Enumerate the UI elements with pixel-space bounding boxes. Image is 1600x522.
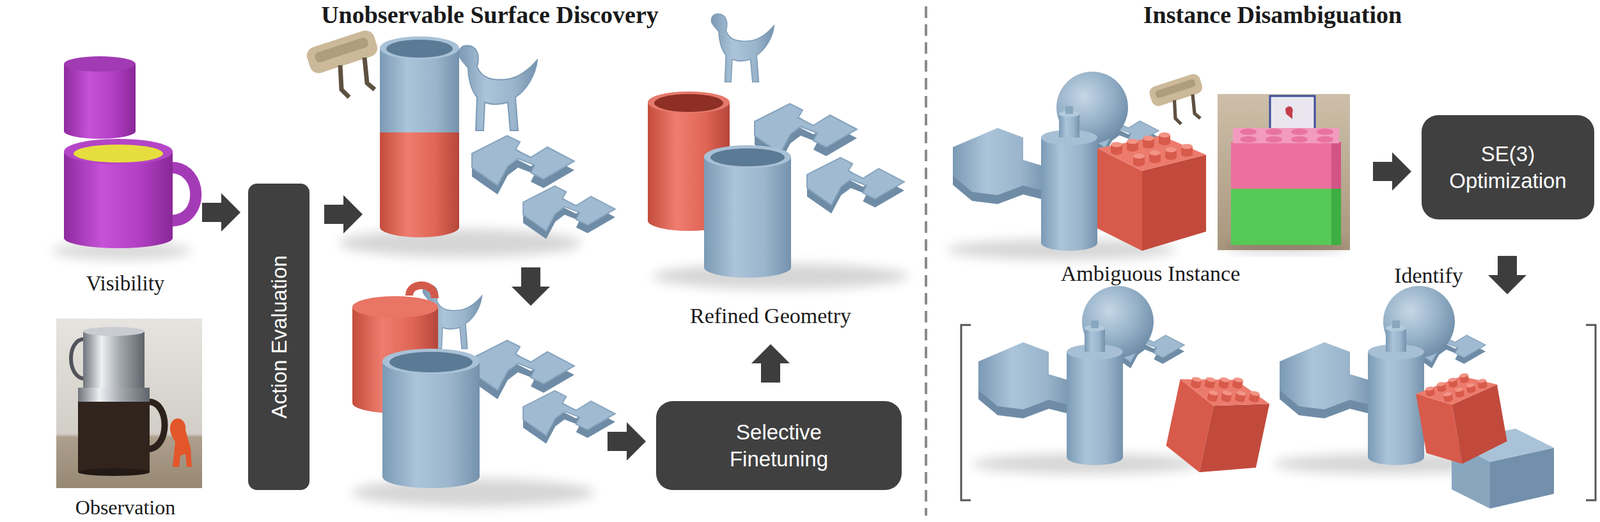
bottom-scene — [351, 284, 616, 507]
block-arrow — [202, 193, 241, 232]
lego-photo — [1291, 128, 1308, 135]
panel-label: Ambiguous Instance — [1060, 260, 1240, 286]
refined-scene — [704, 145, 792, 169]
observation-photo — [78, 401, 150, 472]
observation-photo — [78, 468, 150, 476]
block-arrow — [324, 195, 363, 234]
observation-photo — [70, 338, 85, 379]
lego-photo — [1217, 94, 1350, 251]
block-arrow — [1372, 152, 1412, 191]
ambiguous-scene — [1097, 132, 1207, 251]
bottom-scene — [389, 351, 473, 373]
refined-scene — [710, 148, 785, 167]
panel-label: Refined Geometry — [690, 303, 852, 329]
block-arrow — [1488, 255, 1527, 295]
bottom-scene — [382, 348, 480, 375]
lego-photo — [1217, 94, 1350, 252]
lego-photo — [1239, 128, 1334, 143]
block-arrow — [511, 267, 550, 306]
panel-label: Observation — [75, 495, 176, 520]
ambiguous-scene — [1147, 72, 1205, 125]
lego-photo — [1239, 136, 1257, 143]
lego-photo — [1232, 127, 1340, 144]
observation-photo — [83, 331, 145, 391]
top-scene — [379, 36, 460, 60]
bottom-scene — [351, 478, 595, 507]
top-scene — [386, 39, 453, 58]
block-arrow — [751, 344, 790, 383]
refined-scene — [647, 91, 730, 114]
lego-photo — [1316, 128, 1334, 135]
visibility-mug — [63, 151, 173, 249]
lego-photo — [1231, 188, 1342, 245]
section-divider — [924, 6, 928, 516]
box-label: Action Evaluation — [265, 255, 292, 419]
lego-photo — [1316, 136, 1334, 143]
lego-photo — [1239, 128, 1257, 135]
observation-photo — [56, 318, 203, 488]
bottom-scene — [409, 285, 435, 299]
observation-photo — [83, 326, 145, 336]
top-scene — [471, 135, 575, 195]
bracket — [961, 324, 971, 501]
lego-photo — [1231, 141, 1342, 189]
section-heading: Instance Disambiguation — [1143, 1, 1402, 30]
visibility-mug — [51, 56, 196, 260]
candidate-left — [972, 285, 1274, 484]
top-scene — [459, 45, 538, 131]
visibility-mug — [63, 63, 136, 139]
visibility-mug — [63, 138, 173, 165]
bottom-scene — [523, 390, 616, 444]
section-heading: Unobservable Surface Discovery — [321, 1, 659, 30]
lego-photo — [1331, 188, 1342, 245]
lego-photo — [1265, 128, 1283, 135]
top-scene — [304, 28, 616, 258]
lego-photo — [1285, 106, 1294, 119]
section-divider — [925, 6, 927, 516]
observation-photo — [78, 387, 150, 402]
visibility-mug — [73, 144, 164, 163]
panel-label: Visibility — [86, 271, 165, 297]
process-box: Action Evaluation — [248, 183, 310, 490]
bottom-scene — [471, 340, 575, 400]
step-label: Identify — [1394, 262, 1464, 288]
ambiguous-scene — [946, 71, 1207, 260]
top-scene — [379, 132, 460, 238]
lego-photo — [1291, 136, 1308, 143]
refined-scene — [654, 94, 724, 112]
refined-scene — [807, 157, 905, 213]
candidate-right — [1273, 285, 1554, 509]
box-label: Selective Finetuning — [698, 418, 859, 472]
observation-photo — [148, 401, 165, 449]
block-arrow — [607, 422, 646, 461]
refined-scene — [647, 14, 909, 290]
lego-photo — [1265, 136, 1283, 143]
bracket — [1585, 324, 1596, 501]
candidate-right — [1413, 367, 1510, 470]
top-scene — [304, 28, 380, 98]
lego-photo — [1331, 141, 1342, 189]
top-scene — [379, 47, 460, 133]
observation-photo — [56, 318, 203, 488]
bracket — [961, 324, 1596, 501]
refined-scene — [704, 156, 792, 278]
lego-photo — [1270, 95, 1315, 132]
bottom-scene — [352, 296, 439, 318]
bottom-scene — [382, 361, 480, 488]
observation-photo — [170, 418, 192, 467]
box-label: SE(3) Optimization — [1431, 140, 1585, 194]
process-box: SE(3) Optimization — [1421, 115, 1595, 220]
candidate-left — [1161, 365, 1274, 484]
process-box: Selective Finetuning — [656, 400, 902, 490]
refined-scene — [711, 14, 774, 82]
visibility-mug — [171, 167, 196, 221]
top-scene — [523, 186, 616, 240]
visibility-mug — [63, 56, 136, 72]
